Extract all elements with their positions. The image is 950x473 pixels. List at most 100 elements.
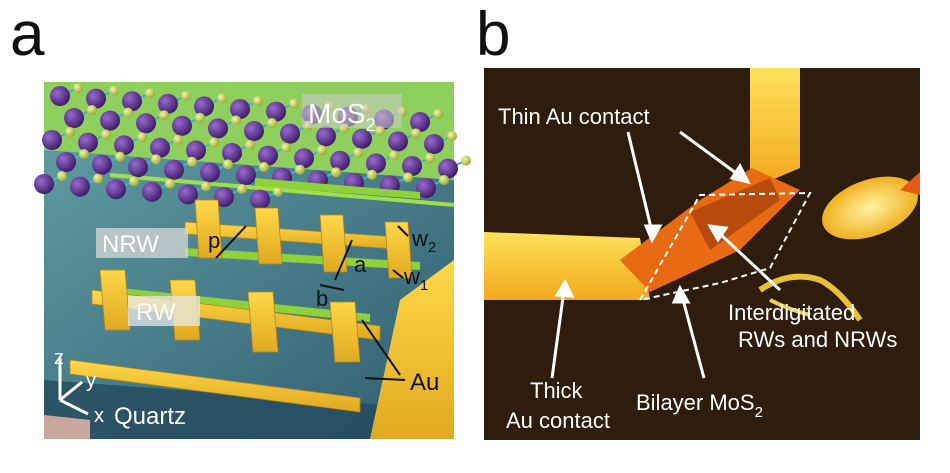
rw-cross: [384, 221, 413, 279]
mo-atom: [258, 145, 278, 166]
rw-cross: [99, 269, 131, 331]
mo-atom: [388, 131, 408, 152]
au-arrow-1: [361, 319, 401, 376]
s-atom: [109, 85, 119, 96]
rw-cross: [254, 207, 283, 265]
mo-atom: [230, 99, 250, 119]
arrow-bilayer: [680, 295, 706, 379]
s-atom: [273, 186, 283, 197]
mo-atom: [352, 128, 372, 149]
arrow-thin-2: [679, 130, 741, 178]
right-glow: [822, 176, 918, 240]
mo-atom: [294, 148, 314, 169]
mo-atom: [172, 115, 192, 136]
mos2-lattice: [34, 83, 471, 210]
mo-atom: [100, 110, 120, 131]
thick-contact: [484, 232, 650, 300]
s-atom: [87, 105, 97, 115]
axes-icon: [58, 358, 89, 416]
s-atom: [65, 127, 75, 137]
s-atom: [447, 131, 457, 141]
mo-atom: [128, 157, 148, 178]
w1-label: w1: [403, 264, 428, 294]
mo-atom: [330, 150, 350, 171]
mo-atom: [316, 126, 336, 147]
right-orange-tip: [900, 172, 920, 195]
nrw-label-bg: [96, 228, 188, 258]
interdigitated-label-2: RWs and NRWs: [738, 327, 897, 352]
mo-atom: [86, 88, 106, 109]
thick-contact-label-1: Thick: [530, 378, 584, 403]
s-atom: [403, 172, 413, 183]
mo-atom: [424, 134, 444, 154]
axis-y-label: y: [86, 370, 96, 392]
panel-letter-b: b: [476, 0, 511, 69]
s-atom: [195, 112, 205, 123]
s-atom: [289, 98, 299, 109]
axis-x-label: x: [94, 405, 104, 427]
s-atom: [129, 176, 139, 187]
rw-cross: [319, 214, 348, 273]
s-atom: [367, 169, 377, 180]
s-atom: [353, 147, 363, 158]
panel-letter-a: a: [10, 0, 45, 69]
arrow-thin-1: [626, 131, 654, 233]
w2-arrow: [397, 225, 409, 237]
mo-atom: [402, 156, 422, 176]
debris: [769, 298, 811, 317]
s-atom: [223, 159, 233, 170]
rw-cross: [194, 199, 223, 259]
b-label: b: [316, 286, 328, 311]
s-atom: [375, 125, 385, 136]
b-arrow: [319, 284, 345, 291]
s-atom: [57, 171, 67, 181]
s-atom: [115, 151, 125, 162]
dimension-arrows: [215, 225, 409, 381]
mo-atom: [236, 165, 256, 185]
rw-cross: [329, 301, 361, 363]
mo-atom: [78, 132, 98, 153]
mo-atom: [164, 159, 184, 180]
s-atom: [253, 96, 263, 106]
top-contact: [750, 68, 800, 185]
p-label: p: [208, 228, 220, 253]
mo-atom: [366, 153, 386, 174]
debris: [758, 273, 863, 322]
s-atom: [137, 132, 147, 143]
s-atom: [461, 155, 471, 166]
nrw-strip: [255, 178, 420, 199]
mo-atom: [136, 113, 156, 134]
s-atom: [165, 178, 175, 189]
mos2-outline: [638, 191, 812, 302]
rw-cross: [247, 291, 279, 353]
interdigitated-label-1: Interdigitated: [728, 300, 855, 325]
nrw-strip: [185, 248, 420, 270]
au-arrow-2: [364, 377, 406, 381]
s-atom: [411, 128, 421, 139]
rw-label: RW: [136, 299, 176, 326]
s-atom: [209, 137, 219, 148]
quartz-base: [44, 380, 454, 439]
mos2-label: MoS2: [308, 98, 376, 135]
s-atom: [79, 149, 89, 159]
arrow-head: [643, 224, 663, 244]
arrow-head: [554, 278, 575, 298]
s-atom: [93, 173, 103, 184]
mo-atom: [92, 154, 112, 175]
mo-atom: [178, 184, 198, 205]
rw-backbone: [69, 359, 361, 413]
s-atom: [159, 110, 169, 121]
quartz-corner: [44, 415, 90, 439]
au-label: Au: [410, 369, 439, 396]
a-label: a: [354, 252, 367, 277]
mo-atom: [158, 93, 178, 114]
s-atom: [433, 109, 443, 119]
mo-atom: [222, 143, 242, 163]
bilayer-mos2-label: Bilayer MoS2: [636, 390, 763, 421]
mo-atom: [34, 174, 54, 194]
mo-atom: [438, 158, 458, 179]
thick-contact-label-2: Au contact: [506, 408, 610, 433]
s-atom: [295, 164, 305, 175]
mo-atom: [42, 130, 62, 150]
